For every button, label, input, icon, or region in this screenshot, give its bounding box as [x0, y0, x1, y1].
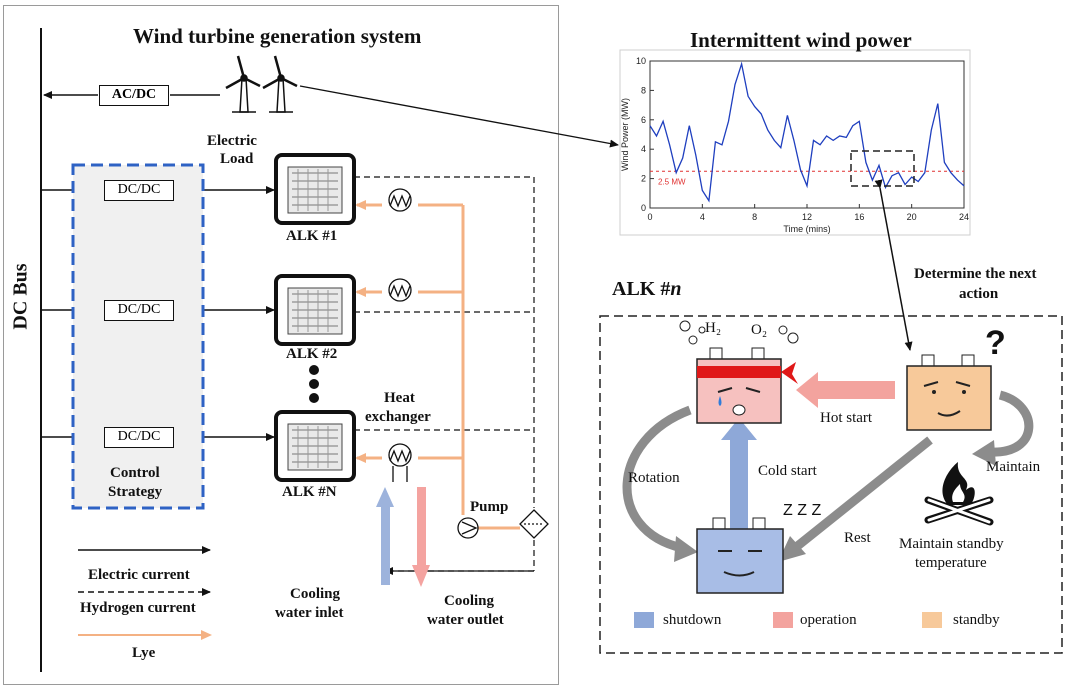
legend-electric-label: Electric current — [88, 567, 190, 583]
rotation-label: Rotation — [628, 470, 680, 486]
maintain-arrow — [989, 390, 1034, 457]
cooling-inlet-label-2: water inlet — [275, 605, 344, 621]
x-tick-label: 12 — [802, 212, 812, 222]
cold-start-arrow — [721, 418, 757, 533]
y-tick-label: 2 — [641, 174, 646, 184]
cooling-outlet-label-2: water outlet — [427, 612, 504, 628]
filter-icon — [519, 509, 549, 539]
acdc-converter: AC/DC — [99, 85, 169, 106]
control-strategy-box — [71, 163, 205, 510]
h2-label: H₂ — [705, 320, 722, 336]
rest-arrowhead — [778, 536, 806, 562]
determine-next-label-2: action — [959, 286, 999, 302]
maintain-label: Maintain — [986, 459, 1041, 475]
hot-start-arrow — [796, 372, 895, 408]
alk-n-title-text: ALK # — [612, 278, 671, 300]
heat-exchanger-icons — [388, 188, 412, 482]
alk-n-label: ALK #N — [282, 484, 337, 500]
x-tick-label: 24 — [959, 212, 969, 222]
campfire-icon — [924, 462, 994, 526]
maintain-arrowhead — [972, 440, 996, 466]
heat-exchanger-label-2: exchanger — [365, 409, 431, 425]
determine-next-label-1: Determine the next — [914, 266, 1037, 282]
electric-load-label-2: Load — [220, 151, 254, 167]
right-title: Intermittent wind power — [690, 28, 912, 52]
legend-standby-swatch — [922, 612, 942, 628]
alk-n-title-italic: n — [670, 278, 682, 300]
hot-start-label: Hot start — [820, 410, 873, 426]
zzz-label: Z Z Z — [783, 502, 822, 519]
maintain-standby-label-2: temperature — [915, 555, 987, 571]
y-tick-label: 10 — [636, 56, 646, 66]
lye-pipes — [355, 200, 520, 530]
cooling-inlet-arrow — [376, 487, 394, 585]
alk-n-box — [599, 315, 1063, 654]
rotation-arrowhead — [674, 536, 698, 562]
x-tick-label: 4 — [700, 212, 705, 222]
o2-label: O₂ — [751, 322, 768, 338]
x-tick-label: 0 — [647, 212, 652, 222]
dcdc-converter-2: DC/DC — [104, 300, 174, 321]
legend-lye-label: Lye — [132, 645, 156, 661]
y-axis-label: Wind Power (MW) — [620, 98, 630, 171]
cooling-inlet-label-1: Cooling — [290, 586, 341, 602]
left-title: Wind turbine generation system — [133, 24, 422, 48]
turbine-to-chart-arrow — [299, 85, 619, 148]
heat-exchanger-label-1: Heat — [384, 390, 415, 406]
rotation-arrow — [622, 405, 692, 553]
rest-label: Rest — [844, 530, 871, 546]
operation-battery-icon — [679, 320, 799, 424]
chart-to-standby-arrow — [874, 179, 913, 351]
alk-1-label: ALK #1 — [286, 228, 338, 244]
chart-highlight-box — [850, 150, 915, 187]
cooling-outlet-label-1: Cooling — [444, 593, 495, 609]
dcdc-converter-1: DC/DC — [104, 180, 174, 201]
more-units-dots — [309, 365, 319, 403]
legend-operation-label: operation — [800, 612, 857, 628]
control-strategy-label-2: Strategy — [108, 484, 163, 500]
alk-icons — [274, 153, 356, 482]
hydrogen-lines — [354, 176, 535, 575]
maintain-standby-label-1: Maintain standby — [899, 536, 1004, 552]
dc-bus-label: DC Bus — [9, 263, 32, 330]
x-tick-label: 16 — [854, 212, 864, 222]
legend-hydrogen-label: Hydrogen current — [80, 600, 196, 616]
pump-label: Pump — [470, 499, 509, 515]
alk-n-title: ALK #n — [612, 278, 681, 301]
wind-power-series-line — [649, 61, 965, 203]
legend-shutdown-label: shutdown — [663, 612, 722, 628]
wind-turbine-icon — [225, 55, 298, 113]
legend-operation-swatch — [773, 612, 793, 628]
legend-standby-label: standby — [953, 612, 1000, 628]
legend-shutdown-swatch — [634, 612, 654, 628]
cold-start-label: Cold start — [758, 463, 817, 479]
alk-2-label: ALK #2 — [286, 346, 338, 362]
question-mark: ? — [985, 324, 1006, 362]
electric-load-label-1: Electric — [207, 133, 257, 149]
y-tick-label: 0 — [641, 203, 646, 213]
threshold-label: 2.5 MW — [658, 177, 686, 186]
control-strategy-label-1: Control — [110, 465, 160, 481]
x-tick-label: 20 — [907, 212, 917, 222]
cooling-outlet-arrow — [412, 487, 430, 587]
shutdown-battery-icon — [696, 517, 784, 594]
dcdc-converter-n: DC/DC — [104, 427, 174, 448]
rest-arrow — [792, 436, 933, 552]
y-tick-label: 4 — [641, 144, 646, 154]
pump-icon — [457, 517, 479, 539]
x-axis-label: Time (mins) — [783, 224, 830, 234]
y-tick-label: 6 — [641, 115, 646, 125]
x-tick-label: 8 — [752, 212, 757, 222]
y-tick-label: 8 — [641, 85, 646, 95]
standby-battery-icon — [906, 354, 992, 431]
